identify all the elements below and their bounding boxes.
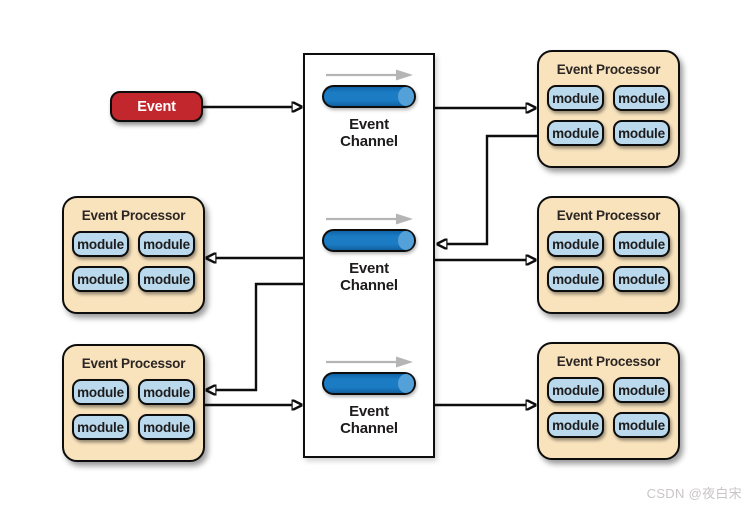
cylinder-cap <box>398 374 414 393</box>
module-pill: module <box>547 377 604 403</box>
module-pill: module <box>138 266 195 292</box>
module-grid: module module module module <box>539 377 678 438</box>
channel-cylinder <box>322 85 416 108</box>
channel-label: Event Channel <box>340 260 398 294</box>
module-grid: module module module module <box>539 231 678 292</box>
module-pill: module <box>613 85 670 111</box>
flow-direction-arrow-icon <box>326 356 413 368</box>
processor-title: Event Processor <box>81 208 186 223</box>
processor-title: Event Processor <box>81 356 186 371</box>
event-processor-right-bottom: Event Processor module module module mod… <box>537 342 680 460</box>
watermark: CSDN @夜白宋 <box>646 486 742 501</box>
module-pill: module <box>613 231 670 257</box>
arrow-processor-right-top-to-channel2 <box>447 134 537 244</box>
channel-cylinder <box>322 372 416 395</box>
event-channel-3: Event Channel <box>305 355 433 437</box>
flow-direction-arrow-icon <box>326 213 413 225</box>
channel-label: Event Channel <box>340 403 398 437</box>
module-pill: module <box>613 120 670 146</box>
module-pill: module <box>547 412 604 438</box>
module-pill: module <box>613 377 670 403</box>
module-pill: module <box>72 266 129 292</box>
module-pill: module <box>547 85 604 111</box>
module-pill: module <box>138 379 195 405</box>
processor-title: Event Processor <box>556 354 661 369</box>
event-node-label: Event <box>137 98 176 115</box>
module-grid: module module module module <box>64 379 203 440</box>
event-channel-1: Event Channel <box>305 68 433 150</box>
cylinder-cap <box>398 231 414 250</box>
processor-title: Event Processor <box>556 62 661 77</box>
module-grid: module module module module <box>539 85 678 146</box>
module-pill: module <box>72 231 129 257</box>
module-pill: module <box>138 414 195 440</box>
flow-direction-arrow-icon <box>326 69 413 81</box>
event-channel-2: Event Channel <box>305 212 433 294</box>
event-node: Event <box>110 91 203 122</box>
arrow-channel2-to-processor-left-bottom <box>216 282 303 390</box>
module-pill: module <box>72 414 129 440</box>
cylinder-cap <box>398 87 414 106</box>
event-processor-right-top: Event Processor module module module mod… <box>537 50 680 168</box>
module-pill: module <box>547 120 604 146</box>
event-processor-right-middle: Event Processor module module module mod… <box>537 196 680 314</box>
module-pill: module <box>547 266 604 292</box>
event-processor-left-middle: Event Processor module module module mod… <box>62 196 205 314</box>
channel-label: Event Channel <box>340 116 398 150</box>
module-pill: module <box>138 231 195 257</box>
module-pill: module <box>613 266 670 292</box>
module-pill: module <box>547 231 604 257</box>
processor-title: Event Processor <box>556 208 661 223</box>
module-grid: module module module module <box>64 231 203 292</box>
channel-cylinder <box>322 229 416 252</box>
event-channel-column: Event Channel Event Channel Event Channe… <box>303 53 435 458</box>
module-pill: module <box>72 379 129 405</box>
event-processor-left-bottom: Event Processor module module module mod… <box>62 344 205 462</box>
module-pill: module <box>613 412 670 438</box>
